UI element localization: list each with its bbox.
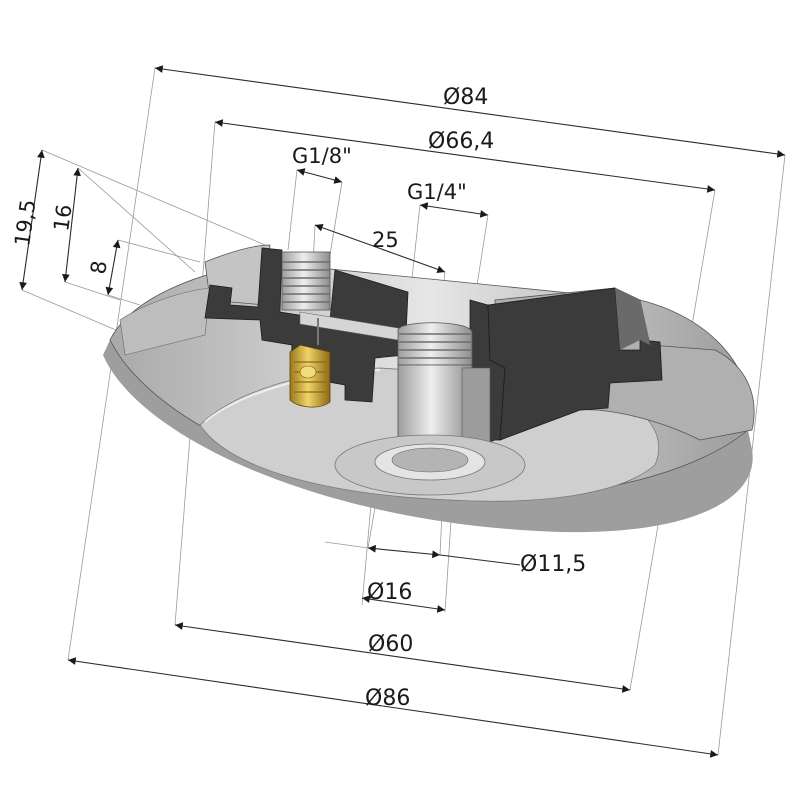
brass-valve-insert [289, 344, 331, 408]
dimension-lines [19, 65, 786, 758]
dim-diameter-86: Ø86 [365, 686, 410, 711]
dim-diameter-66-4: Ø66,4 [428, 129, 494, 154]
dim-thread-g1-8: G1/8" [292, 144, 352, 168]
dim-height-8: 8 [86, 259, 112, 276]
suction-cup-body [103, 244, 755, 533]
dim-spacing-25: 25 [372, 228, 399, 252]
dim-height-19-5: 19,5 [10, 198, 40, 248]
dim-diameter-11-5: Ø11,5 [520, 552, 586, 577]
dimension-labels: Ø84 Ø66,4 G1/8" G1/4" 25 19,5 16 8 Ø11,5… [10, 85, 586, 711]
dim-diameter-84: Ø84 [443, 85, 488, 110]
dim-thread-g1-4: G1/4" [407, 180, 467, 204]
thread-g18 [281, 251, 331, 311]
dim-diameter-60: Ø60 [368, 632, 413, 657]
dim-diameter-16: Ø16 [367, 580, 412, 605]
dim-height-16: 16 [49, 203, 76, 233]
